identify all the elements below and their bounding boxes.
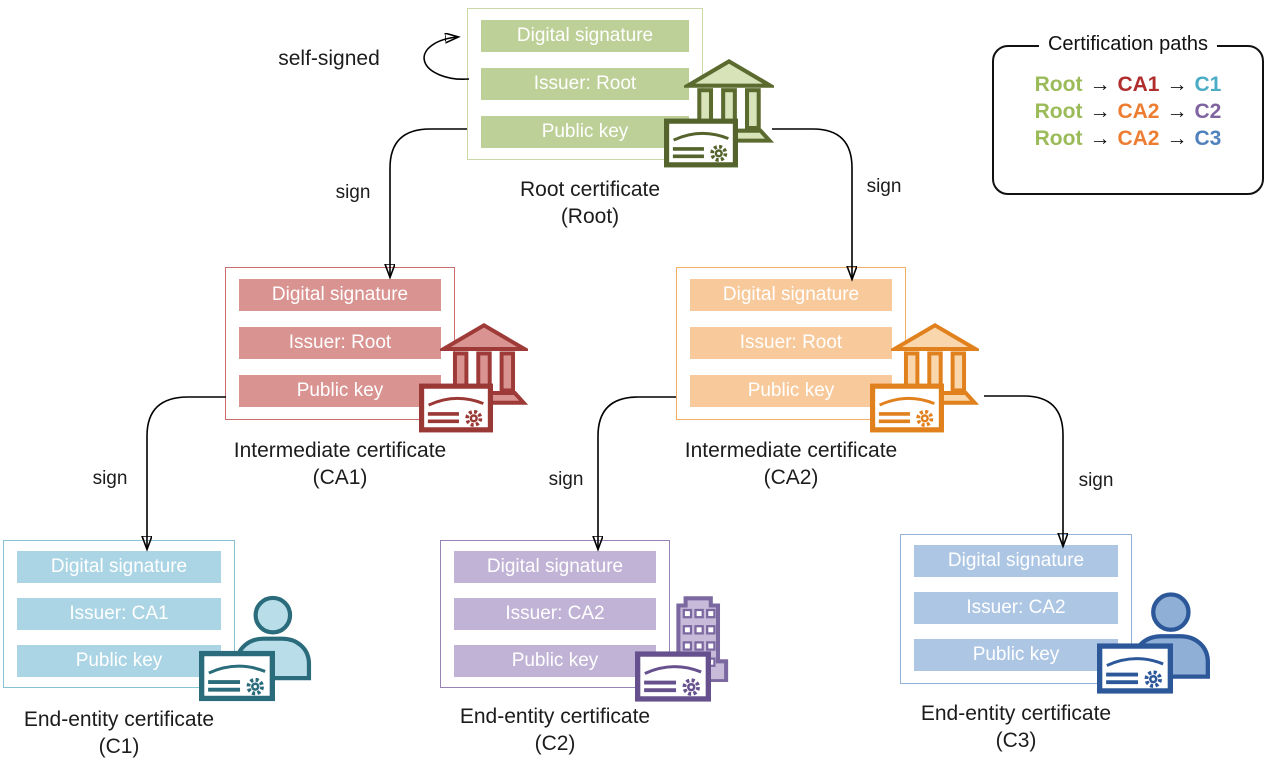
end-entity-c3-certificate-box: Digital signature Issuer: CA2 Public key — [900, 534, 1132, 684]
caption-line2: (C3) — [995, 729, 1037, 752]
caption-line1: Root certificate — [519, 178, 661, 201]
cert-field-issuer: Issuer: CA2 — [914, 592, 1118, 624]
sign-arrow-ca1-to-c1 — [147, 396, 226, 549]
caption-line1: End-entity certificate — [920, 702, 1112, 725]
caption-line2: (C2) — [534, 732, 576, 755]
cert-field-issuer: Issuer: Root — [239, 327, 441, 359]
certification-paths-legend: Certification paths Root → CA1 → C1 Root → CA2… — [992, 33, 1264, 195]
end-entity-c2-certificate-box: Digital signature Issuer: CA2 Public key — [440, 540, 670, 688]
path-node: C1 — [1194, 73, 1222, 96]
path-node: C2 — [1194, 100, 1222, 123]
intermediate-ca2-certificate-box: Digital signature Issuer: Root Public ke… — [676, 267, 906, 420]
sign-arrow-ca2-to-c2 — [598, 396, 676, 549]
path-node: Root — [1034, 127, 1083, 150]
caption-line2: (CA1) — [312, 466, 368, 489]
caption-line2: (Root) — [560, 205, 620, 228]
path-node: CA2 — [1117, 100, 1160, 123]
cert-field-public-key: Public key — [239, 375, 441, 407]
cert-field-public-key: Public key — [481, 116, 689, 148]
path-arrow: → — [1089, 100, 1111, 123]
end-entity-c3-caption: End-entity certificate (C3) — [900, 700, 1132, 754]
path-node: CA2 — [1117, 127, 1160, 150]
cert-field-public-key: Public key — [914, 639, 1118, 671]
intermediate-ca2-caption: Intermediate certificate (CA2) — [676, 437, 906, 491]
certificate-seal-icon — [419, 383, 493, 433]
sign-label: sign — [1078, 470, 1114, 491]
sign-label: sign — [548, 469, 584, 490]
sign-label: sign — [92, 468, 128, 489]
path-node: CA1 — [1117, 73, 1160, 96]
cert-field-digital-signature: Digital signature — [914, 545, 1118, 577]
root-certificate-caption: Root certificate (Root) — [470, 176, 710, 230]
path-node: Root — [1034, 100, 1083, 123]
end-entity-c2-caption: End-entity certificate (C2) — [440, 703, 670, 757]
end-entity-c1-certificate-box: Digital signature Issuer: CA1 Public key — [3, 540, 235, 688]
end-entity-c1-caption: End-entity certificate (C1) — [3, 706, 235, 760]
certification-path-row: Root → CA1 → C1 — [1035, 73, 1222, 97]
cert-field-digital-signature: Digital signature — [481, 20, 689, 52]
path-arrow: → — [1166, 127, 1188, 150]
intermediate-ca1-certificate-box: Digital signature Issuer: Root Public ke… — [225, 267, 455, 420]
cert-field-issuer: Issuer: Root — [481, 68, 689, 100]
cert-field-public-key: Public key — [17, 645, 221, 677]
root-certificate-box: Digital signature Issuer: Root Public ke… — [467, 8, 703, 160]
caption-line2: (C1) — [98, 735, 140, 758]
sign-label: sign — [335, 182, 371, 203]
certification-path-row: Root → CA2 → C3 — [1035, 127, 1222, 151]
path-node: C3 — [1194, 127, 1222, 150]
intermediate-ca1-caption: Intermediate certificate (CA1) — [225, 437, 455, 491]
self-signed-loop-arrow — [423, 37, 470, 81]
caption-line1: Intermediate certificate — [684, 439, 898, 462]
path-arrow: → — [1166, 73, 1188, 96]
certificate-seal-icon — [870, 383, 944, 433]
legend-title: Certification paths — [1038, 33, 1218, 56]
caption-line1: Intermediate certificate — [233, 439, 447, 462]
certificate-seal-icon — [635, 650, 711, 703]
sign-arrow-root-to-ca2 — [772, 128, 852, 279]
path-arrow: → — [1089, 73, 1111, 96]
cert-field-digital-signature: Digital signature — [239, 279, 441, 311]
self-signed-label: self-signed — [278, 47, 380, 70]
cert-field-public-key: Public key — [690, 375, 892, 407]
cert-field-digital-signature: Digital signature — [17, 551, 221, 583]
certificate-seal-icon — [1097, 642, 1173, 695]
sign-arrow-ca2-to-c3 — [984, 395, 1063, 546]
legend-rows: Root → CA1 → C1 Root → CA2 → C2 Root → CA2 → C3 — [994, 47, 1262, 151]
cert-field-issuer: Issuer: CA1 — [17, 598, 221, 630]
cert-field-issuer: Issuer: Root — [690, 327, 892, 359]
cert-field-digital-signature: Digital signature — [454, 551, 656, 583]
caption-line1: End-entity certificate — [459, 705, 651, 728]
caption-line1: End-entity certificate — [23, 708, 215, 731]
certification-path-row: Root → CA2 → C2 — [1035, 100, 1222, 124]
sign-label: sign — [866, 176, 902, 197]
cert-field-public-key: Public key — [454, 645, 656, 677]
caption-line2: (CA2) — [763, 466, 819, 489]
cert-field-digital-signature: Digital signature — [690, 279, 892, 311]
path-arrow: → — [1166, 100, 1188, 123]
sign-arrow-root-to-ca1 — [390, 128, 467, 277]
path-arrow: → — [1089, 127, 1111, 150]
certificate-seal-icon — [664, 118, 738, 168]
cert-field-issuer: Issuer: CA2 — [454, 598, 656, 630]
path-node: Root — [1034, 73, 1083, 96]
certificate-seal-icon — [199, 650, 275, 702]
